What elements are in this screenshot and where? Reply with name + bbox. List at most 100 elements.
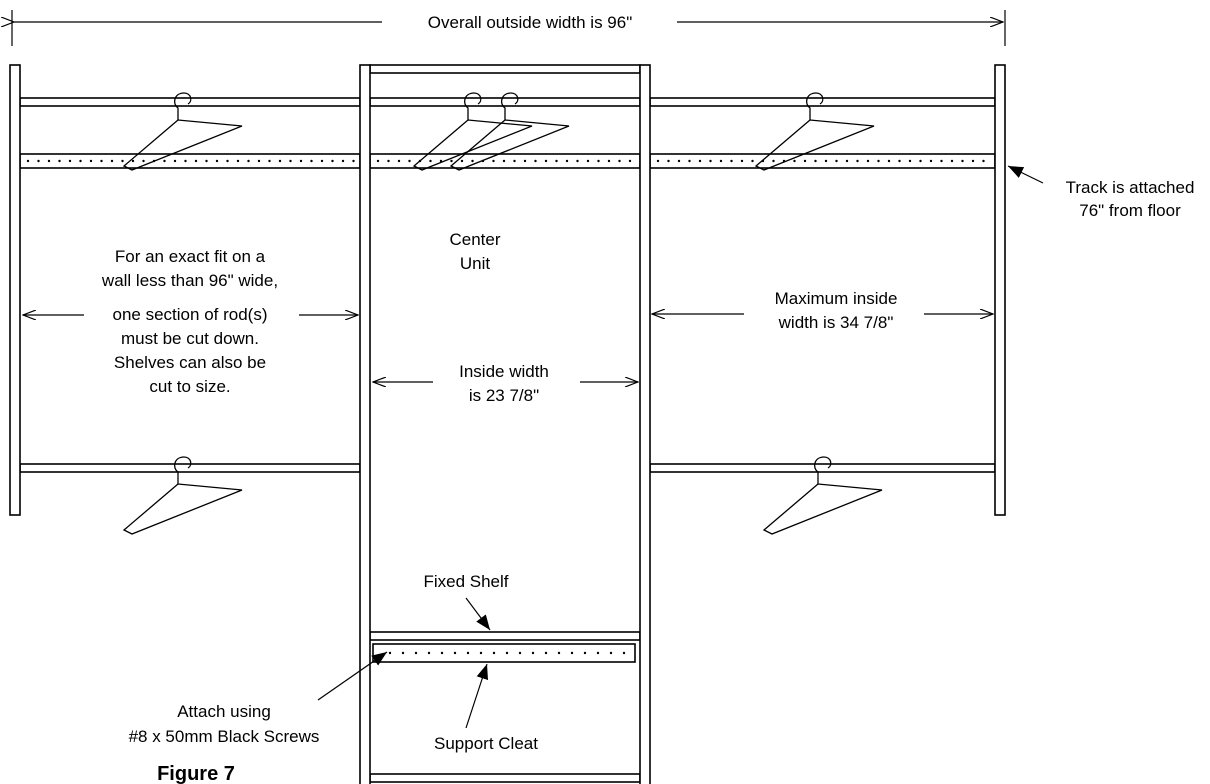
right-section xyxy=(649,97,996,473)
track-hole xyxy=(597,159,600,163)
track-hole xyxy=(544,651,548,655)
track-hole xyxy=(320,159,324,163)
track-hole xyxy=(544,159,548,163)
track-hole xyxy=(100,159,103,163)
fixed-shelf-callout: Fixed Shelf xyxy=(423,572,509,631)
attach-screws-callout: Attach using #8 x 50mm Black Screws xyxy=(129,651,388,746)
exact-fit-line: wall less than 96" wide, xyxy=(101,271,278,290)
track-hole xyxy=(961,159,964,163)
track-hole xyxy=(331,159,334,163)
right-bottom-rod xyxy=(649,463,996,473)
track-hole xyxy=(505,651,509,655)
track-hole xyxy=(479,651,483,655)
track-hole xyxy=(268,159,271,163)
track-hole xyxy=(79,159,82,163)
track-hole xyxy=(618,159,621,163)
track-label-line2: 76" from floor xyxy=(1079,201,1181,220)
track-hole xyxy=(814,159,817,163)
track-hole xyxy=(257,159,261,163)
track-hole xyxy=(341,159,345,163)
track-hole xyxy=(908,159,912,163)
track-hole xyxy=(215,159,219,163)
track-hole xyxy=(131,159,135,163)
track-hole xyxy=(866,159,870,163)
track-label-line1: Track is attached xyxy=(1066,178,1195,197)
figure-label: Figure 7 xyxy=(157,763,235,784)
track-hole xyxy=(971,159,975,163)
track-hole xyxy=(453,651,457,655)
track-hole xyxy=(793,159,796,163)
exact-fit-line: cut to size. xyxy=(149,377,230,396)
track-hole xyxy=(492,651,496,655)
track-hole xyxy=(58,159,61,163)
track-hole xyxy=(803,159,807,163)
center-left-post xyxy=(359,64,371,784)
hanger-icon xyxy=(122,456,243,535)
inside-width-dimension: Inside width is 23 7/8" xyxy=(373,362,638,405)
track-hole xyxy=(730,159,733,163)
center-unit-label: Center xyxy=(449,230,500,249)
track-hole xyxy=(982,159,985,163)
track-hole xyxy=(534,159,537,163)
track-hole xyxy=(226,159,229,163)
center-right-post xyxy=(639,64,651,784)
track-hole xyxy=(772,159,775,163)
track-hole xyxy=(110,159,114,163)
track-hole xyxy=(740,159,744,163)
track-hole xyxy=(531,651,535,655)
support-cleat-label: Support Cleat xyxy=(434,734,538,753)
track-hole xyxy=(205,159,208,163)
exact-fit-line: one section of rod(s) xyxy=(113,305,268,324)
right-end-post xyxy=(994,64,1006,516)
left-end-post xyxy=(9,64,21,516)
track-hole xyxy=(523,159,527,163)
fixed-shelf xyxy=(369,631,641,641)
track-hole xyxy=(142,159,145,163)
hanger-icon xyxy=(762,456,883,535)
track-hole xyxy=(427,651,431,655)
track-hole xyxy=(299,159,303,163)
track-hole xyxy=(289,159,292,163)
inside-width-label: Inside width xyxy=(459,362,549,381)
track-hole xyxy=(518,651,522,655)
support-cleat xyxy=(372,643,636,663)
center-top-rod xyxy=(369,97,641,107)
attach-label: #8 x 50mm Black Screws xyxy=(129,727,320,746)
inside-width-label: is 23 7/8" xyxy=(469,386,539,405)
track-hole xyxy=(310,159,313,163)
track-hole xyxy=(492,159,495,163)
track-hole xyxy=(929,159,933,163)
track-hole xyxy=(352,159,355,163)
attach-label: Attach using xyxy=(177,702,271,721)
track-holes xyxy=(26,159,985,655)
track-hole xyxy=(460,159,464,163)
hanger-icon xyxy=(754,92,875,171)
max-inside-label: width is 34 7/8" xyxy=(778,313,894,332)
track-hole xyxy=(709,159,712,163)
exact-fit-note: For an exact fit on a wall less than 96"… xyxy=(23,247,358,396)
track-hole xyxy=(184,159,187,163)
track-hole xyxy=(173,159,177,163)
track-hole xyxy=(414,651,418,655)
track-hole xyxy=(586,159,590,163)
overall-width-dimension: Overall outside width is 96" xyxy=(12,10,1006,46)
track-hole xyxy=(89,159,93,163)
track-hole xyxy=(440,651,444,655)
track-hole xyxy=(677,159,681,163)
support-cleat-callout: Support Cleat xyxy=(434,663,538,753)
fixed-shelf-label: Fixed Shelf xyxy=(423,572,508,591)
track-hole xyxy=(845,159,849,163)
track-hole xyxy=(555,159,558,163)
track-hole xyxy=(583,651,587,655)
center-unit-label: Unit xyxy=(460,254,491,273)
track-hole xyxy=(121,159,124,163)
track-hole xyxy=(950,159,954,163)
track-hole xyxy=(278,159,282,163)
track-hole xyxy=(194,159,198,163)
hanger-icon xyxy=(412,92,533,171)
track-hole xyxy=(824,159,828,163)
track-hole xyxy=(401,651,405,655)
track-hole xyxy=(719,159,723,163)
center-top-shelf xyxy=(369,64,641,74)
track-hole xyxy=(557,651,561,655)
